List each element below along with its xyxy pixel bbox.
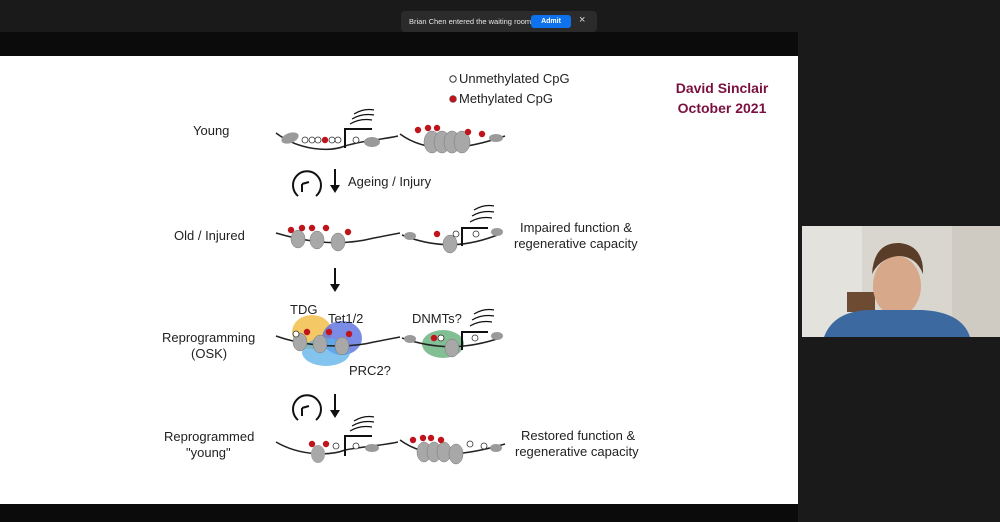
clock-arrow-icon <box>292 170 322 197</box>
close-icon[interactable]: × <box>579 14 586 26</box>
clock-arrow-icon <box>292 394 322 421</box>
label-dnmts: DNMTs? <box>412 311 462 326</box>
talk-date: October 2021 <box>677 100 767 116</box>
participant-video[interactable] <box>802 226 1000 337</box>
down-arrow-icon <box>330 268 340 292</box>
notification-message: Brian Chen entered the waiting room <box>409 17 532 26</box>
down-arrow-icon <box>330 394 340 418</box>
label-prc2: PRC2? <box>349 363 391 378</box>
young-dna <box>275 108 506 154</box>
share-top-strip <box>0 32 798 56</box>
methylated-legend-dot <box>449 95 457 103</box>
admit-button[interactable]: Admit <box>531 15 571 28</box>
label-tdg: TDG <box>290 302 318 317</box>
label-young-quoted: "young" <box>186 445 231 460</box>
reprogrammed-dna <box>275 415 506 465</box>
label-impaired-1: Impaired function & <box>520 220 633 235</box>
waiting-room-notification: Brian Chen entered the waiting room Admi… <box>401 11 597 32</box>
label-osk: (OSK) <box>191 346 228 361</box>
label-tet: Tet1/2 <box>328 311 364 326</box>
unmethylated-legend-dot <box>449 75 457 83</box>
reprogramming-dna <box>275 308 503 366</box>
label-young: Young <box>193 123 230 138</box>
shared-slide: Unmethylated CpG Methylated CpG David Si… <box>0 56 798 504</box>
slide-author: David Sinclair October 2021 <box>652 78 792 118</box>
label-reprogramming: Reprogramming <box>162 330 256 345</box>
legend-methylated: Methylated CpG <box>459 91 553 106</box>
old-dna <box>275 204 503 254</box>
participant-video-image <box>802 226 1000 337</box>
label-restored-1: Restored function & <box>521 428 636 443</box>
label-ageing: Ageing / Injury <box>348 174 432 189</box>
author-name: David Sinclair <box>675 80 769 96</box>
epigenetic-diagram <box>275 75 506 465</box>
label-reprogrammed: Reprogrammed <box>164 429 255 444</box>
label-restored-2: regenerative capacity <box>515 444 639 459</box>
share-bottom-strip <box>0 504 798 522</box>
label-old: Old / Injured <box>174 228 245 243</box>
down-arrow-icon <box>330 169 340 193</box>
legend-unmethylated: Unmethylated CpG <box>459 71 570 86</box>
label-impaired-2: regenerative capacity <box>514 236 638 251</box>
